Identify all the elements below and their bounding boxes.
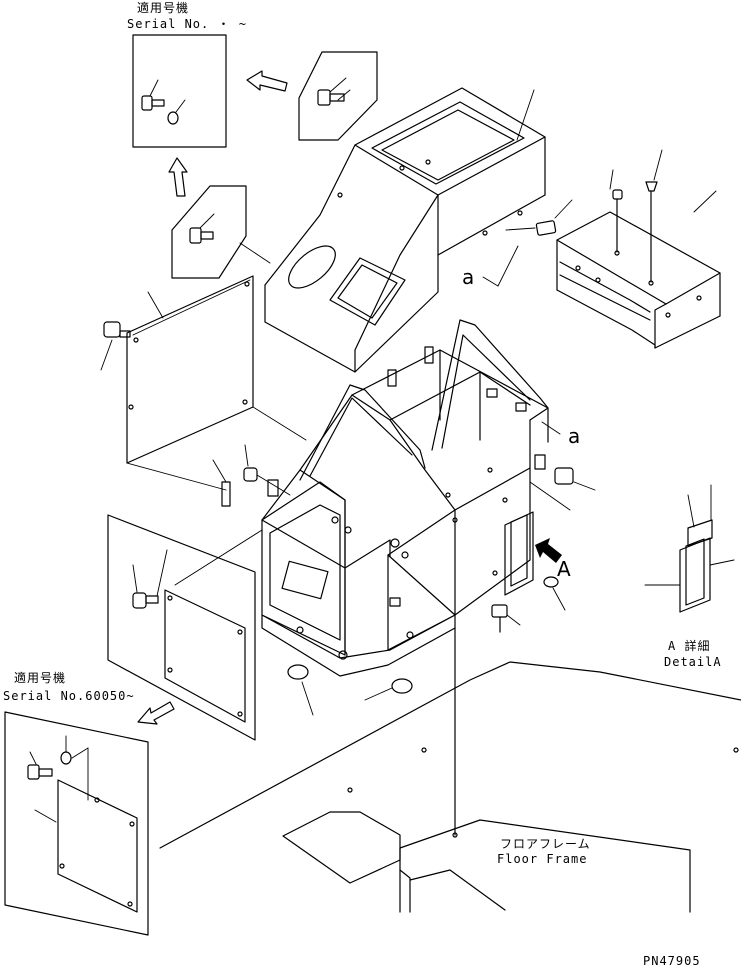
left-panel-lower [107,514,263,741]
grommet-mid [243,444,291,496]
main-frame [261,319,571,677]
leader-panel-base [126,462,227,491]
label-detail-A-en: DetailA [664,655,722,669]
grommet-A [543,576,566,611]
left-panel-upper [100,275,254,464]
hex-inset-top [298,51,378,141]
label-floor-frame-jp: フロアフレーム [500,837,591,851]
arrow-down-left [137,701,175,725]
bolt-frame-right [554,467,596,491]
console-cover [239,87,546,373]
leader-panel-frame [252,406,307,441]
marker-a-mid: a [568,424,580,448]
hex-inset-left [171,185,247,279]
grommet-lower-left [287,664,314,716]
floor-frame [159,627,741,913]
marker-A: A [557,557,571,581]
bolt-lower [491,604,521,633]
detail-box-left [4,711,149,936]
label-applicable-serial-jp-top: 適用号機 [137,0,189,15]
grommet-lower-right [364,678,413,701]
label-serial-left: Serial No.60050~ [3,689,135,703]
detail-A-view [644,484,735,613]
arrow-up-left [168,157,188,197]
label-serial-top: Serial No. ・ ~ [127,17,247,31]
label-detail-A-jp: A 詳細 [668,638,710,653]
arrow-A: A [535,538,571,581]
label-drawing-number: PN47905 [643,954,701,968]
marker-a-top-group: a [462,245,519,289]
marker-a-mid-group: a [541,421,580,448]
detail-box-top [132,34,227,148]
label-floor-frame-en: Floor Frame [497,852,587,866]
marker-a-top: a [462,265,474,289]
side-cover-box [556,149,721,349]
clip-left [212,459,231,507]
bolt-console-right [505,199,573,236]
arrow-left-top [246,70,288,92]
label-applicable-serial-jp-left: 適用号機 [14,670,66,685]
